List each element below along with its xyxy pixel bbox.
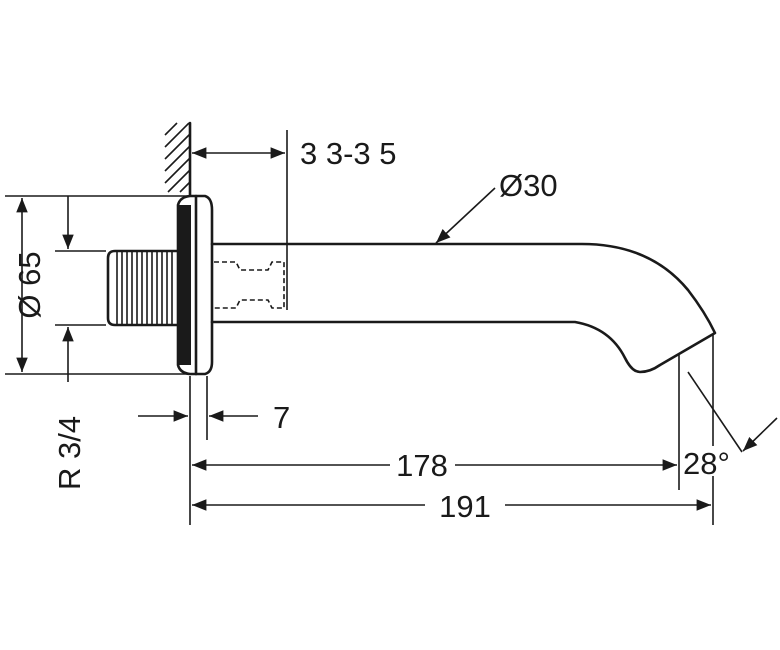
label-overall-length: 191 bbox=[439, 489, 491, 524]
dim-spout-reach bbox=[192, 355, 680, 490]
dim-plate-diameter bbox=[5, 195, 188, 375]
label-spout-reach: 178 bbox=[396, 448, 448, 483]
wall bbox=[164, 121, 192, 197]
spout bbox=[210, 242, 717, 374]
label-wall-gap: 3 3-3 5 bbox=[300, 136, 397, 171]
dim-wall-gap bbox=[192, 130, 288, 310]
dim-plate-thickness bbox=[138, 376, 258, 525]
dim-overall-length bbox=[192, 335, 714, 525]
label-spout-diameter: Ø30 bbox=[499, 168, 558, 203]
label-thread: R 3/4 bbox=[52, 416, 87, 490]
dim-spout-diameter bbox=[435, 187, 496, 244]
wall-plate bbox=[176, 194, 214, 376]
label-outlet-angle: 28° bbox=[683, 446, 730, 481]
dim-thread bbox=[55, 196, 106, 382]
dim-outlet-angle bbox=[687, 371, 778, 453]
label-plate-diameter: Ø 65 bbox=[12, 251, 47, 318]
thread-connector bbox=[106, 249, 180, 327]
label-plate-thickness: 7 bbox=[273, 400, 290, 435]
